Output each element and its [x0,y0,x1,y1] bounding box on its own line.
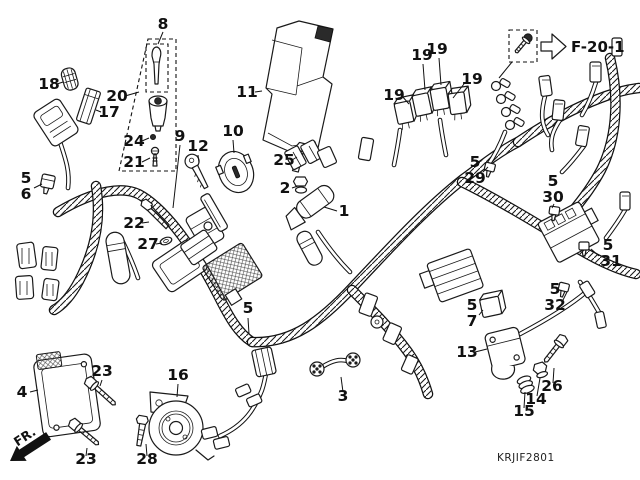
bolt-23-upper [83,375,116,406]
callout-28: 28 [136,450,158,468]
callout-5-30: 5 [548,172,559,190]
key-blank [200,193,228,232]
callout-10: 10 [222,122,244,140]
callout-21: 21 [123,153,145,171]
callout-23-a: 23 [91,362,113,380]
band-clip-31 [578,241,590,257]
callout-13: 13 [456,343,478,361]
band-clip-30 [548,205,561,222]
band-clip-29 [483,161,496,178]
callout-5-32: 5 [550,280,561,298]
callout-20: 20 [106,87,128,105]
headlight-connector [33,98,79,147]
bolt-22 [140,198,170,230]
callouts: 8 20 24 21 9 18 17 5 6 11 10 12 25 2 1 1… [17,15,622,468]
relay-group-19 [393,80,472,130]
callout-19-c: 19 [426,40,448,58]
starter-relay-assembly [151,221,218,293]
callout-5-29: 5 [470,153,481,171]
left-connectors [14,241,60,302]
callout-11: 11 [236,83,258,101]
callout-6: 6 [21,185,32,203]
contact-ball [149,133,156,140]
leader-lines [29,31,600,457]
callout-31: 31 [600,252,622,270]
winker-relay-13 [484,280,596,380]
relay-5-7 [478,289,507,318]
callout-19-d: 19 [461,70,483,88]
frame-ref-group: F-20-1 [498,29,625,79]
contact-screw [150,146,160,167]
callout-19-b: 19 [411,46,433,64]
callout-5-left: 5 [21,169,32,187]
right-connectors [538,37,631,329]
regulator [418,248,484,303]
center-connectors [284,136,375,171]
cover-11 [262,20,334,154]
ignition-coil-1 [285,184,335,266]
callout-18: 18 [38,75,60,93]
callout-19-a: 19 [383,86,405,104]
callout-26: 26 [541,377,563,395]
callout-1: 1 [339,202,350,220]
callout-3: 3 [338,387,349,405]
frame-ref-bolt [514,33,533,54]
callout-27: 27 [137,235,159,253]
washer-27 [159,236,173,246]
band-clip-32 [557,281,570,298]
connector-17 [76,87,101,125]
key-12 [184,153,209,190]
callout-24: 24 [123,132,145,150]
callout-30: 30 [542,188,564,206]
callout-7: 7 [467,312,478,330]
condenser [105,231,131,285]
frame-ref-label: F-20-1 [571,38,625,56]
callout-8: 8 [158,15,169,33]
contact-set-dashed-box [118,38,177,172]
callout-5-main: 5 [243,299,254,317]
frame-ref-arrow-icon [540,33,567,60]
switch-contact [148,95,168,132]
bolt-23-lower [67,417,100,446]
diagram-code: KRJIF2801 [497,452,555,464]
bolt-28 [135,414,149,447]
cdi-unit-4 [33,351,101,438]
nut-14 [532,361,549,379]
sub-cord-3 [309,352,361,377]
callout-29: 29 [464,169,486,187]
band-clip-5-6 [39,173,56,195]
fr-direction-arrow-icon [10,432,52,461]
callout-16: 16 [167,366,189,384]
callout-15: 15 [513,402,535,420]
connector-18 [60,67,79,91]
callout-12: 12 [187,137,209,155]
callout-22: 22 [123,214,145,232]
spark-terminal-chain [490,78,525,131]
bottom-connectors [235,292,419,408]
rectifier [202,242,263,306]
terminal-pin [151,46,162,85]
bolt-26 [543,333,569,363]
callout-9: 9 [175,127,186,145]
callout-14: 14 [525,390,547,408]
nut-2 [292,176,309,194]
callout-2: 2 [280,179,291,197]
callout-23-b: 23 [75,450,97,468]
grommet-15 [516,375,535,394]
callout-32: 32 [544,296,566,314]
callout-5-7: 5 [467,296,478,314]
callout-17: 17 [98,103,120,121]
callout-4: 4 [17,383,28,401]
callout-25: 25 [273,151,295,169]
horn-16 [148,391,231,461]
callout-5-31: 5 [603,236,614,254]
